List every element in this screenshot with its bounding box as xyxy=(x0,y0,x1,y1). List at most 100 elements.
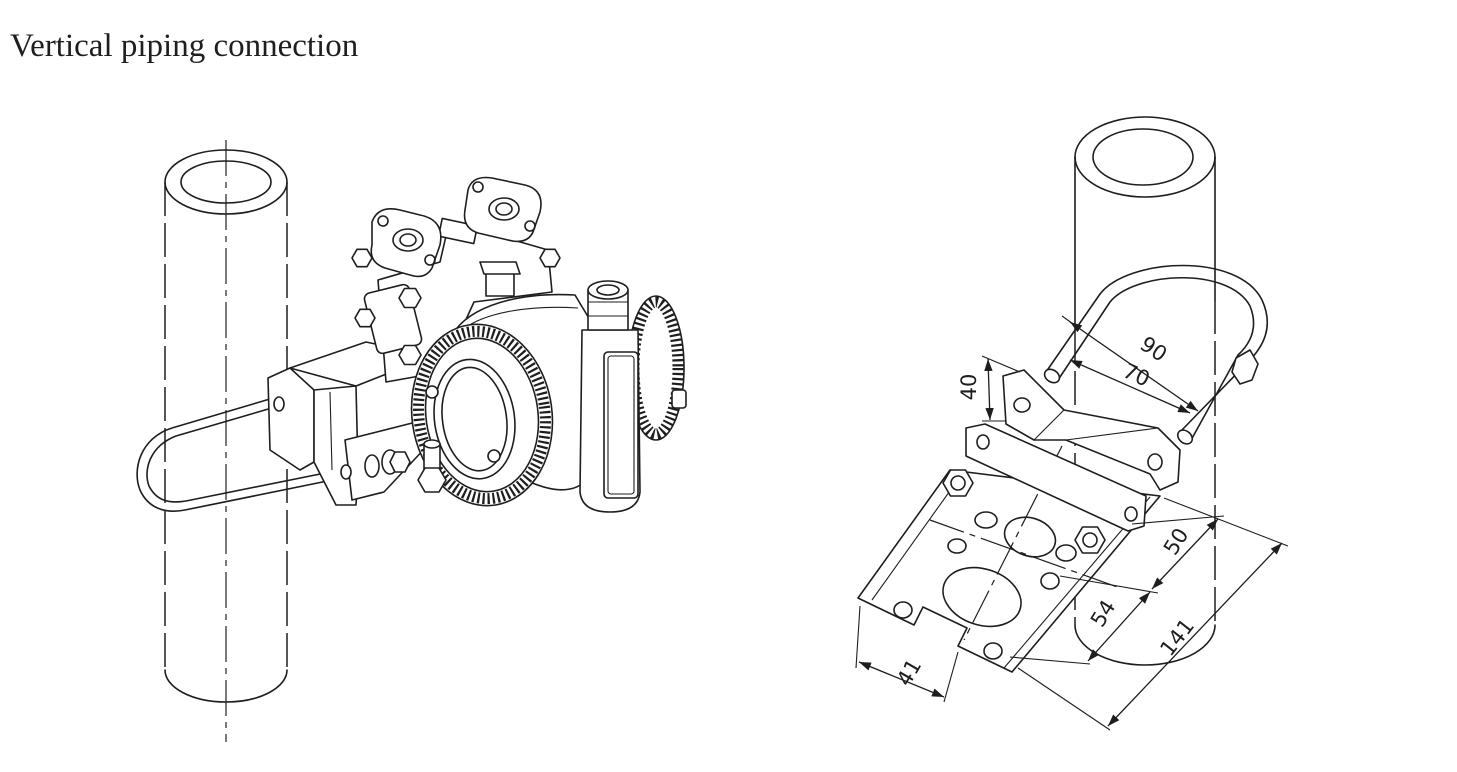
hex-nut-icon xyxy=(417,467,447,493)
saddle-plate xyxy=(1002,369,1181,491)
u-bolt-end xyxy=(340,464,352,480)
dimension-label: 50 xyxy=(1159,524,1194,559)
flange-bolt-hole xyxy=(377,215,389,227)
nut-bore xyxy=(1082,532,1098,548)
dimension-label: 70 xyxy=(1119,359,1153,392)
plate-center-hole xyxy=(1003,516,1057,558)
clamp-bar xyxy=(965,423,1147,532)
front-cover-teeth xyxy=(413,325,551,505)
saddle-fold-line xyxy=(1065,427,1159,441)
clamp-saddle xyxy=(1002,369,1181,491)
front-cover xyxy=(410,323,554,507)
u-bolt-nut xyxy=(1231,349,1259,385)
bracket-main-plate xyxy=(857,445,1161,673)
pressure-transmitter xyxy=(351,176,687,513)
extension-line xyxy=(1017,667,1111,731)
plate-centerline xyxy=(929,519,1121,589)
extension-line xyxy=(855,605,861,669)
plate-hole xyxy=(893,601,913,619)
bracket-pipe-plate xyxy=(267,367,315,471)
hex-bolt-icon xyxy=(398,287,422,309)
cable-gland-opening xyxy=(596,284,620,296)
dimension-label: 90 xyxy=(1136,332,1172,367)
hex-bolt-icon xyxy=(539,248,561,268)
plate-large-opening xyxy=(942,566,1022,628)
plate-hole xyxy=(1040,572,1060,590)
extension-line xyxy=(943,651,959,703)
bracket-nuts xyxy=(942,469,1106,554)
left-u-bolt xyxy=(136,395,353,512)
hex-nut-icon xyxy=(942,469,974,497)
saddle-fold-line xyxy=(1033,409,1065,441)
nameplate-inner xyxy=(607,355,635,495)
extension-line xyxy=(981,355,1021,373)
u-bolt-end xyxy=(1043,368,1061,384)
washer xyxy=(364,454,380,478)
hex-bolt-icon xyxy=(351,248,373,268)
extension-line xyxy=(1163,497,1289,547)
hex-bolt-icon xyxy=(354,308,376,328)
u-bolt-end xyxy=(1176,429,1194,445)
vent-screw xyxy=(425,385,439,399)
nut-bore xyxy=(950,475,966,491)
dimension-70: 70 xyxy=(1069,359,1191,414)
dimension-label: 41 xyxy=(892,655,926,690)
dimension-54: 54 xyxy=(1086,591,1151,662)
right-assembly: 90 70 40 141 50 54 xyxy=(855,116,1289,731)
plate-hole xyxy=(1055,544,1077,562)
saddle-hole xyxy=(1013,397,1031,413)
flange-bolt-hole xyxy=(524,220,536,232)
dimension-line xyxy=(1087,591,1151,662)
flange-bolt-hole xyxy=(424,254,436,266)
bracket-fold-line xyxy=(329,391,333,471)
extension-line xyxy=(1131,515,1225,525)
dimension-line xyxy=(1107,542,1283,727)
dimension-label: 54 xyxy=(1086,596,1121,631)
plate-centerline xyxy=(963,445,1063,641)
drain-valve xyxy=(417,439,447,493)
dimension-line xyxy=(858,661,945,698)
display-window xyxy=(433,358,516,480)
hex-nut-icon xyxy=(389,451,411,473)
bar-hole xyxy=(976,434,990,450)
left-flange xyxy=(370,208,442,278)
flange-port-inner xyxy=(399,233,417,247)
saddle-hole xyxy=(1147,453,1163,471)
flange-port xyxy=(488,197,520,221)
dimension-label: 40 xyxy=(957,374,981,401)
left-bracket xyxy=(267,341,443,506)
transmitter-neck xyxy=(479,261,521,297)
hex-bolt-icon xyxy=(398,344,422,366)
u-bolt-inner-line xyxy=(146,404,351,503)
drain-top xyxy=(423,439,441,449)
terminal-column xyxy=(579,280,641,513)
cable-gland-top xyxy=(587,280,629,300)
plate-hole xyxy=(947,538,967,554)
cover-lock-screw xyxy=(487,449,501,463)
u-bolt-outer-line xyxy=(136,395,353,512)
plate-fold-line xyxy=(871,473,963,601)
bar-hole xyxy=(1124,506,1138,522)
nameplate xyxy=(603,351,639,499)
flange-port xyxy=(392,228,424,252)
left-pipe xyxy=(164,140,288,742)
vent-plug xyxy=(671,389,687,409)
flange-bolt-hole xyxy=(472,181,484,193)
page-title: Vertical piping connection xyxy=(10,28,358,64)
plate-hole xyxy=(974,511,998,529)
bracket-hole xyxy=(273,396,285,412)
hex-nut-icon xyxy=(1074,526,1106,554)
pipe-top-inner xyxy=(1092,128,1194,186)
u-bolt-inner-line xyxy=(1057,276,1255,443)
flat-bar xyxy=(965,423,1147,532)
display-window-inner xyxy=(441,366,508,472)
right-u-bolt xyxy=(1043,264,1269,445)
flange-port-inner xyxy=(495,202,513,216)
dimension-50: 50 xyxy=(1151,518,1219,590)
dimension-line xyxy=(1151,518,1219,590)
left-assembly xyxy=(136,140,687,742)
neck-lug xyxy=(479,261,521,275)
right-flange xyxy=(463,176,542,243)
dimension-line xyxy=(1069,359,1191,414)
